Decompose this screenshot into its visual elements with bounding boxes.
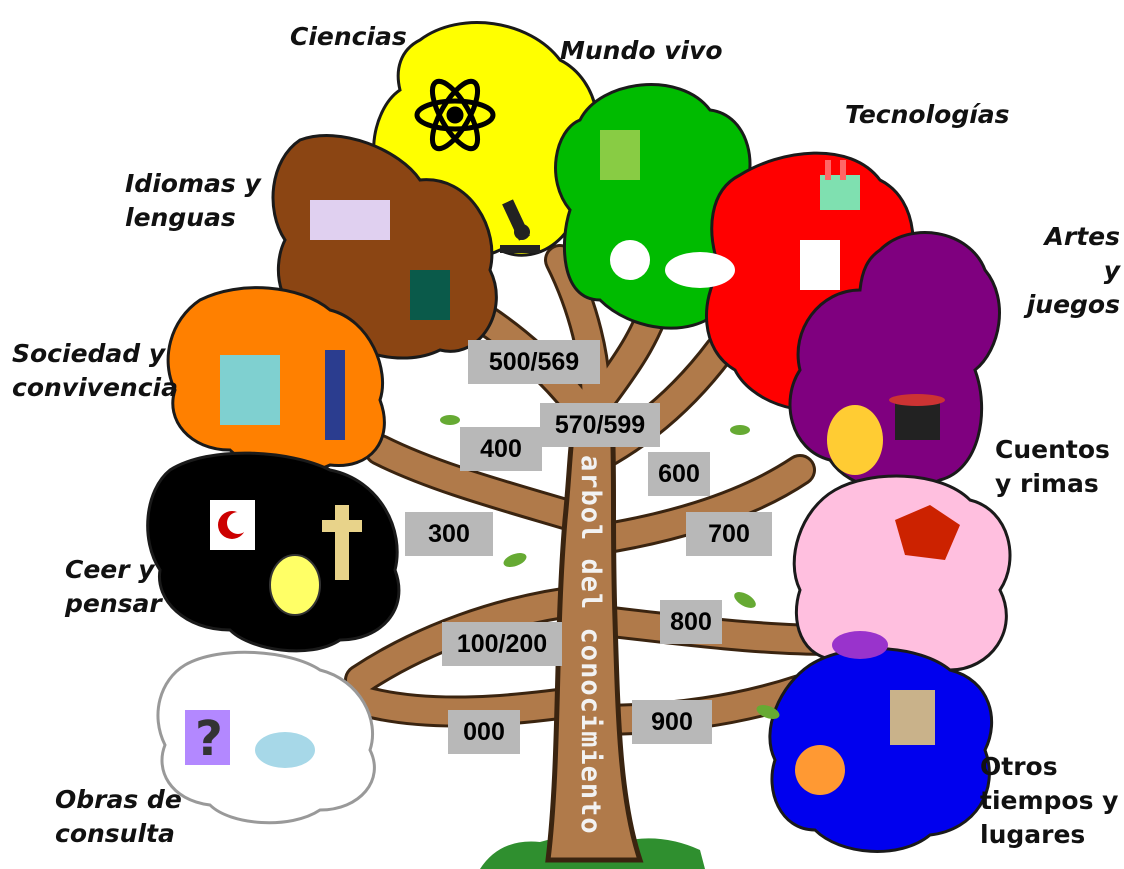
label-ciencias: Ciencias (290, 22, 407, 51)
atom-icon (414, 78, 496, 152)
label-idiomas: Idiomas y lenguas (125, 169, 261, 232)
question-mark-icon: ? (185, 710, 315, 768)
code-500-569: 500/569 (468, 340, 600, 384)
svg-text:?: ? (195, 711, 223, 767)
dragon-icon (832, 505, 960, 659)
animals-icon (600, 130, 735, 288)
code-300: 300 (405, 512, 493, 556)
label-otros-tiempos: Otros tiempos y lugares (980, 752, 1119, 849)
religion-symbols-icon (210, 500, 362, 616)
factory-icon (800, 160, 860, 290)
cloud-otros-tiempos (768, 647, 994, 853)
label-mundo-vivo: Mundo vivo (560, 36, 723, 65)
label-obras: Obras de consulta (55, 785, 182, 848)
code-400: 400 (460, 427, 542, 471)
label-tecnologias: Tecnologías (845, 100, 1010, 129)
label-cuentos: Cuentos y rimas (995, 435, 1110, 498)
tree-title-vertical: arbol del conocimiento (575, 455, 606, 835)
label-sociedad: Sociedad y convivencia (12, 339, 178, 402)
people-talking-icon (310, 200, 450, 320)
leaves (440, 415, 780, 719)
code-100-200: 100/200 (442, 622, 562, 666)
magic-hat-icon (827, 394, 945, 475)
code-600: 600 (648, 452, 710, 496)
label-artes: Artes y juegos (1026, 222, 1120, 319)
children-icon (220, 350, 345, 440)
label-ceer: Ceer y pensar (65, 555, 162, 618)
code-000: 000 (448, 710, 520, 754)
code-570-599: 570/599 (540, 403, 660, 447)
code-700: 700 (686, 512, 772, 556)
code-900: 900 (632, 700, 712, 744)
globe-icon (795, 690, 935, 795)
cloud-ceer (146, 451, 401, 653)
microscope-icon (500, 199, 540, 253)
code-800: 800 (660, 600, 722, 644)
